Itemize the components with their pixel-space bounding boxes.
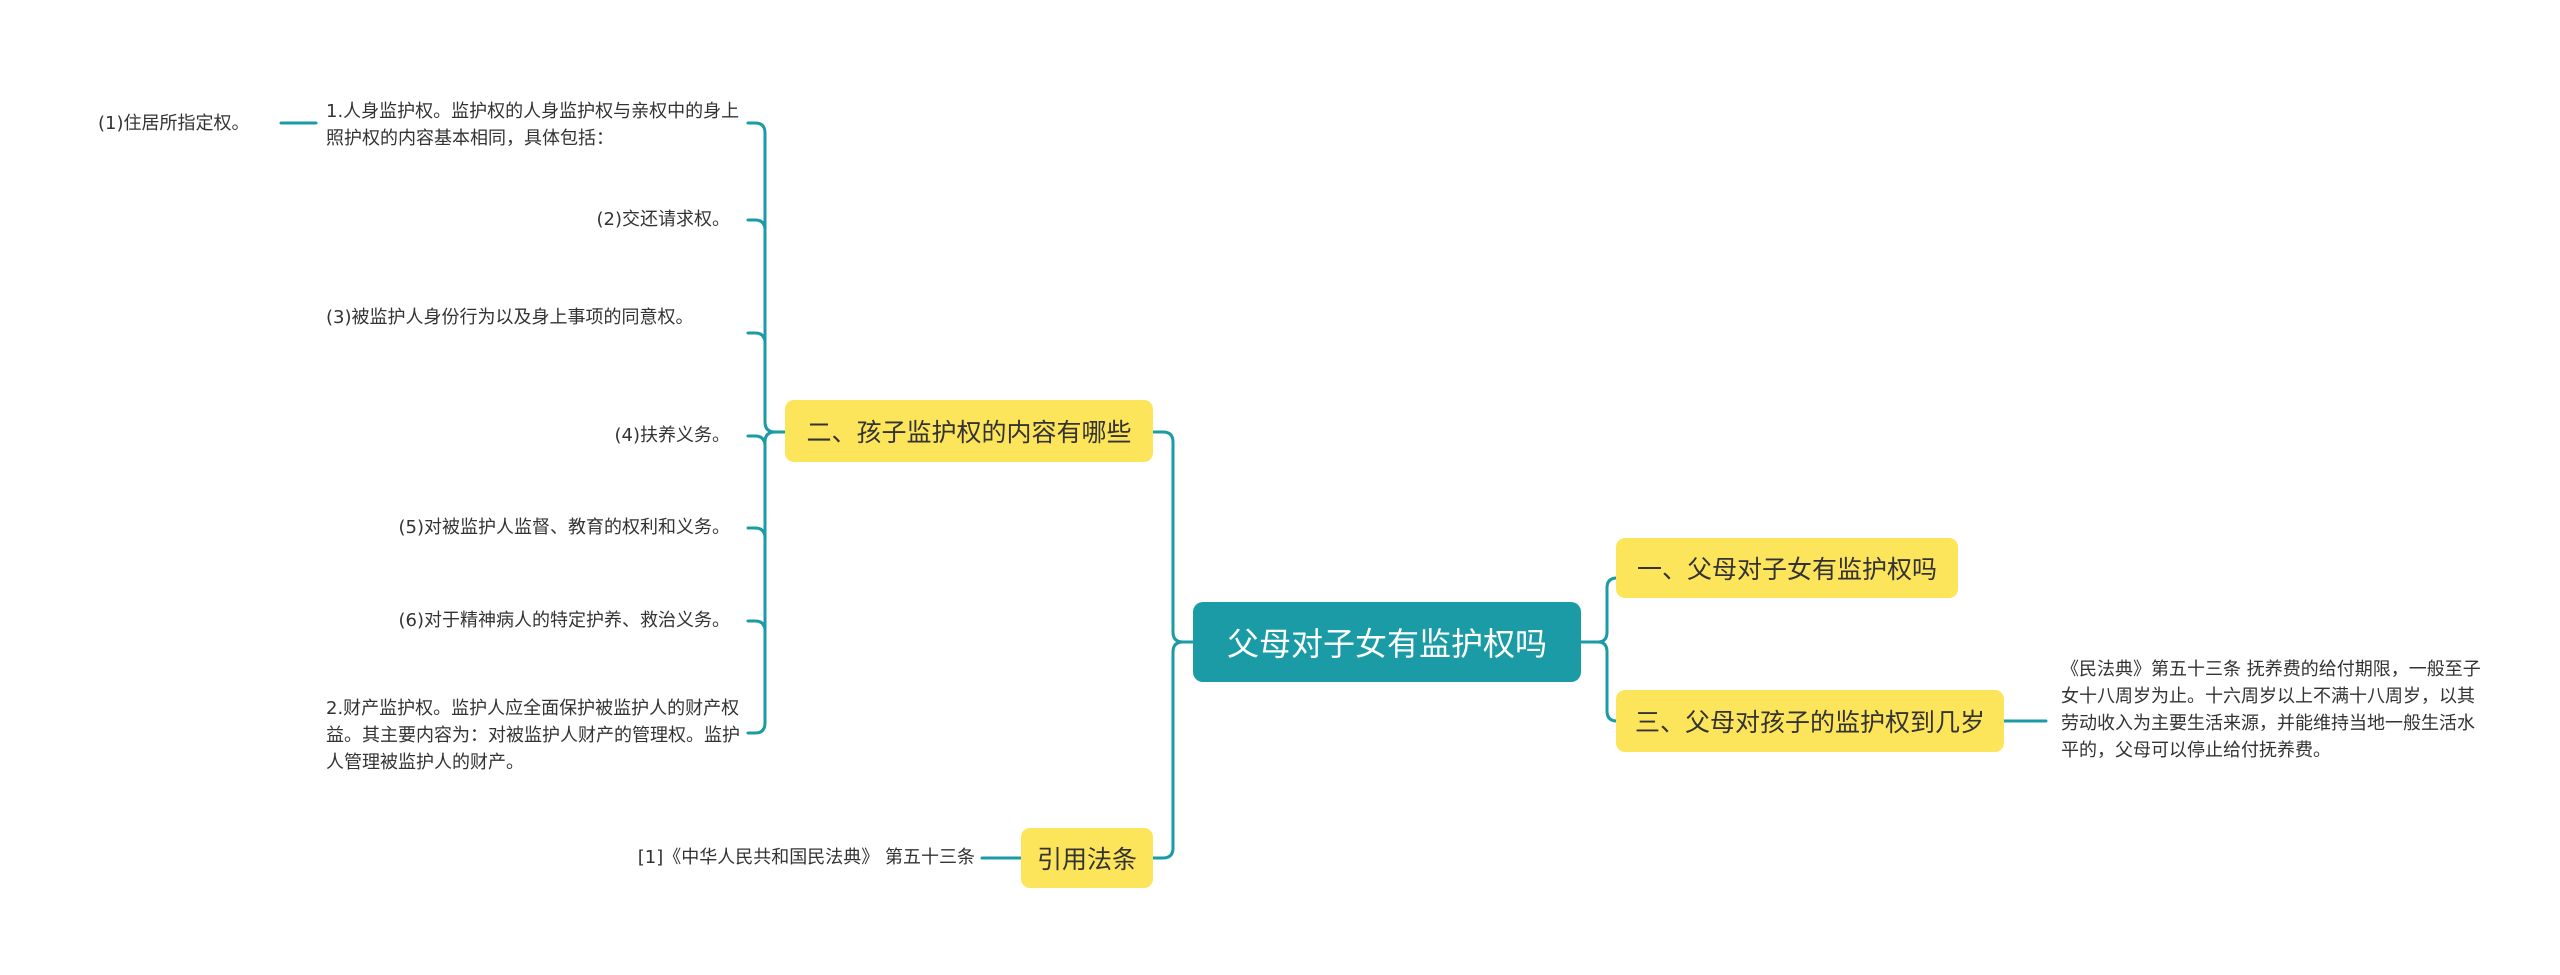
- leaf-consent[interactable]: (3)被监护人身份行为以及身上事项的同意权。: [326, 307, 694, 328]
- leaf-mental[interactable]: (6)对于精神病人的特定护养、救治义务。: [398, 610, 731, 631]
- leaf-residence[interactable]: (1)住居所指定权。: [98, 113, 250, 134]
- link-root-b4: [1151, 640, 1195, 860]
- leaf-personal-custody[interactable]: 1.人身监护权。监护权的人身监护权与亲权中的身上照护权的内容基本相同，具体包括：: [326, 101, 740, 149]
- branch-parents-have-custody[interactable]: 一、父母对子女有监护权吗: [1616, 538, 1958, 598]
- leaf-age-rule[interactable]: 《民法典》第五十三条 抚养费的给付期限，一般至子女十八周岁为止。十六周岁以上不满…: [2061, 659, 2481, 761]
- leaf-support[interactable]: (4)扶养义务。: [614, 425, 731, 446]
- branch-custody-age[interactable]: 三、父母对孩子的监护权到几岁: [1616, 690, 2004, 752]
- link-root-b2: [1151, 430, 1195, 644]
- leaf-property-custody[interactable]: 2.财产监护权。监护人应全面保护被监护人的财产权益。其主要内容为：对被监护人财产…: [326, 698, 740, 773]
- branch-cited-law[interactable]: 引用法条: [1021, 828, 1153, 888]
- leaf-citation[interactable]: [1]《中华人民共和国民法典》 第五十三条: [637, 847, 975, 868]
- root-topic[interactable]: 父母对子女有监护权吗: [1193, 602, 1581, 682]
- branch-custody-content[interactable]: 二、孩子监护权的内容有哪些: [785, 400, 1153, 462]
- leaf-return-claim[interactable]: (2)交还请求权。: [596, 209, 731, 230]
- link-b2-bracket: [746, 121, 787, 434]
- leaf-supervise[interactable]: (5)对被监护人监督、教育的权利和义务。: [398, 517, 731, 538]
